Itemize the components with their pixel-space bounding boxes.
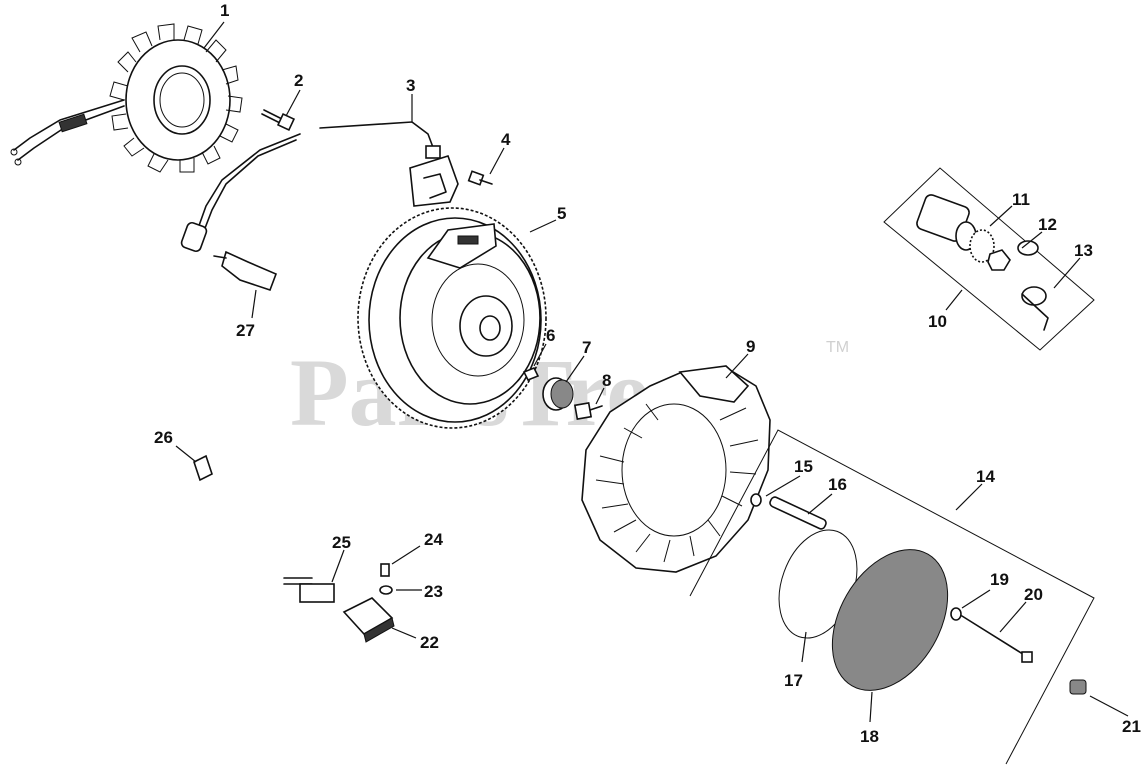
callout-20: 20: [1024, 585, 1043, 604]
part-flywheel[interactable]: [357, 207, 547, 429]
part-screen-assembly[interactable]: [689, 429, 1095, 765]
part-spark-plug[interactable]: [213, 250, 278, 292]
watermark-trademark: TM: [826, 339, 849, 356]
leader-lines: [175, 21, 1129, 723]
callout-19: 19: [990, 570, 1009, 589]
part-screw-24[interactable]: [380, 563, 390, 577]
callout-5: 5: [557, 204, 566, 223]
part-washer-23[interactable]: [379, 585, 393, 595]
part-bolt-8[interactable]: [573, 401, 603, 421]
part-screw-4[interactable]: [467, 170, 493, 186]
part-ignition-module[interactable]: [180, 121, 459, 253]
part-clip[interactable]: [193, 454, 213, 482]
callout-10: 10: [928, 312, 947, 331]
part-washer-7[interactable]: [542, 377, 574, 411]
part-fan[interactable]: [581, 365, 771, 573]
part-connector[interactable]: [283, 577, 335, 603]
callout-9: 9: [746, 337, 755, 356]
callout-15: 15: [794, 457, 813, 476]
part-rectifier[interactable]: [342, 597, 395, 643]
callout-6: 6: [546, 326, 555, 345]
callout-16: 16: [828, 475, 847, 494]
callout-24: 24: [424, 530, 443, 549]
callout-7: 7: [582, 338, 591, 357]
callout-25: 25: [332, 533, 351, 552]
part-key-switch-group[interactable]: [883, 167, 1095, 351]
callout-18: 18: [860, 727, 879, 746]
callout-22: 22: [420, 633, 439, 652]
callout-11: 11: [1012, 190, 1030, 209]
part-21[interactable]: [1069, 679, 1087, 695]
callout-4: 4: [501, 130, 511, 149]
part-stator[interactable]: [10, 23, 243, 173]
callout-23: 23: [424, 582, 443, 601]
part-bolt-2[interactable]: [261, 109, 296, 132]
callout-1: 1: [220, 1, 229, 20]
callout-27: 27: [236, 321, 255, 340]
callout-26: 26: [154, 428, 173, 447]
callout-3: 3: [406, 76, 415, 95]
callout-12: 12: [1038, 215, 1057, 234]
callout-2: 2: [294, 71, 303, 90]
callout-13: 13: [1074, 241, 1093, 260]
callout-17: 17: [784, 671, 803, 690]
callouts: 1 2 3 4 5 6 7 8 9 10 11 12 13 14 15 16 1…: [154, 1, 1141, 746]
callout-8: 8: [602, 371, 611, 390]
callout-21: 21: [1122, 717, 1141, 736]
callout-14: 14: [976, 467, 995, 486]
part-key-6[interactable]: [522, 366, 540, 382]
